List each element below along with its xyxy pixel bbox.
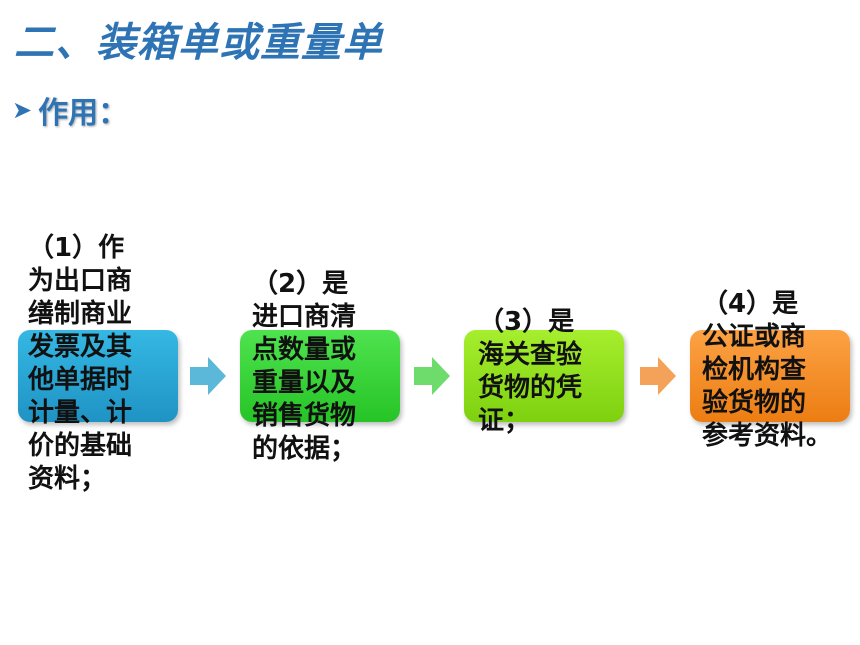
step-4-text: （4）是 公证或商 检机构查 验货物的 参考资料。 [702, 289, 833, 451]
right-arrow-icon [640, 357, 676, 395]
subheading-label: 作用： [38, 96, 129, 131]
step-3-box [464, 330, 624, 422]
step-2-box [240, 330, 400, 422]
subheading: ➤ 作用： [12, 88, 128, 132]
step-3-text: （3）是 海关查验 货物的凭 证； [478, 307, 583, 436]
step-2-text: （2）是 进口商清 点数量或 重量以及 销售货物 的依据； [252, 269, 357, 464]
step-4-box [690, 330, 850, 422]
right-arrow-icon [414, 357, 450, 395]
slide-title: 二、装箱单或重量单 [14, 20, 383, 66]
step-1-text: （1）作 为出口商 缮制商业 发票及其 他单据时 计量、计 价的基础 资料； [28, 233, 133, 494]
step-1-box [18, 330, 178, 422]
triangle-bullet-icon: ➤ [12, 96, 33, 124]
right-arrow-icon [190, 357, 226, 395]
